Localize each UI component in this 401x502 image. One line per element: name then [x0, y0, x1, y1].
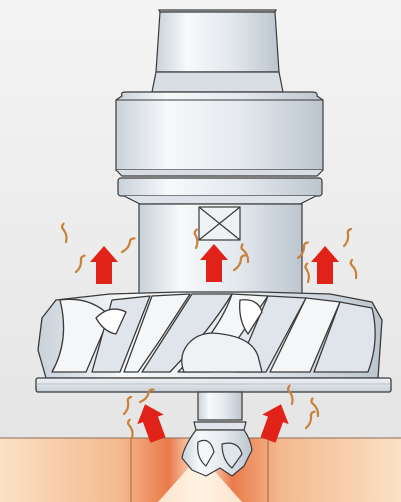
- cutter-flange: [36, 378, 391, 392]
- tool-shank: [152, 10, 283, 92]
- tool-body: [139, 204, 302, 296]
- tool-holder-collar: [116, 92, 323, 204]
- cutter-head: [38, 292, 382, 378]
